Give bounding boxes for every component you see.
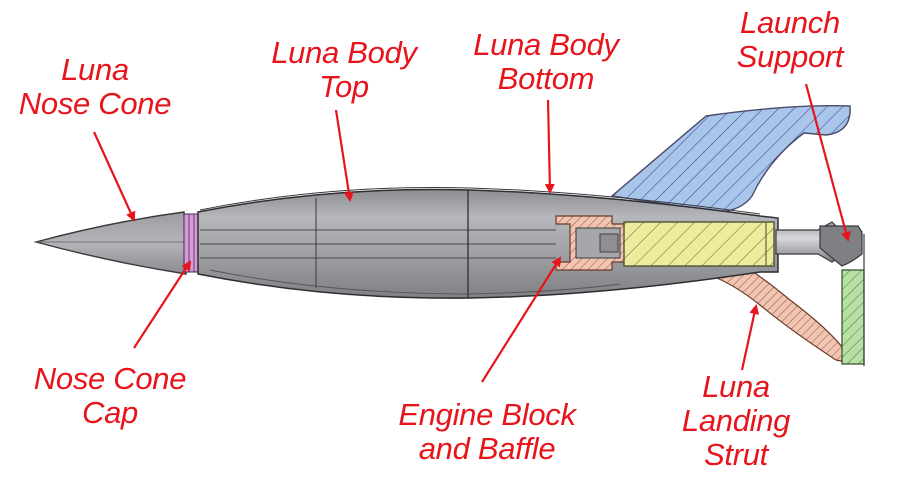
body-bottom-arrow [544, 99, 555, 194]
label-nose-cone-cap: Nose Cone Cap [33, 361, 187, 430]
label-luna-body-bottom: Luna Body Bottom [473, 27, 619, 96]
engine-block-arrow [481, 256, 562, 383]
label-luna-nose-cone: Luna Nose Cone [18, 52, 172, 121]
label-luna-landing-strut: Luna Landing Strut [681, 369, 791, 472]
landing-strut-part [706, 263, 847, 363]
label-luna-body-top: Luna Body Top [271, 35, 417, 104]
engine-tank-part [623, 221, 775, 267]
body-top-arrow [334, 109, 354, 202]
nose-cone-part [33, 211, 187, 275]
nose-cone-arrow [92, 131, 136, 222]
launch-support-arrow [804, 83, 851, 242]
label-engine-block: Engine Block and Baffle [398, 397, 576, 466]
landing-strut-arrow [740, 304, 760, 371]
nose-cone-cap-arrow [133, 260, 192, 349]
launch-support-part [819, 225, 863, 267]
fin-part [610, 105, 851, 213]
label-launch-support: Launch Support [736, 5, 844, 74]
callout-arrows [92, 83, 851, 383]
launch-support-plate [841, 269, 865, 365]
